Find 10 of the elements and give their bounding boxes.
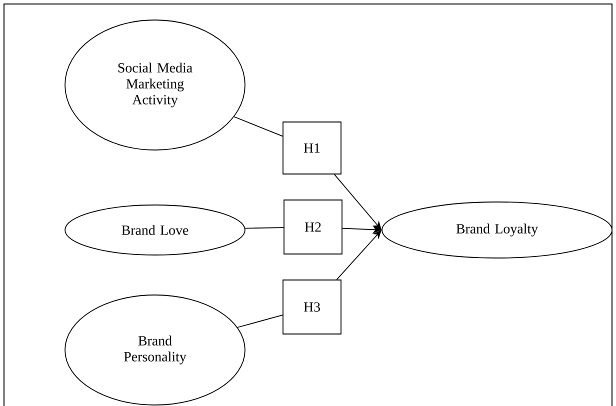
ellipse-node: Brand Personality bbox=[64, 294, 246, 406]
ellipse-node: Social Media Marketing Activity bbox=[64, 20, 246, 150]
ellipse-node: Brand Loyalty bbox=[382, 202, 612, 258]
connector-line bbox=[237, 314, 283, 328]
ellipse-node: Brand Love bbox=[64, 204, 246, 256]
connector-line bbox=[234, 116, 283, 137]
hypothesis-box: H1 bbox=[282, 122, 342, 174]
hypothesis-box: H2 bbox=[284, 200, 342, 254]
connector-line bbox=[244, 227, 284, 229]
hypothesis-box: H3 bbox=[282, 280, 342, 334]
